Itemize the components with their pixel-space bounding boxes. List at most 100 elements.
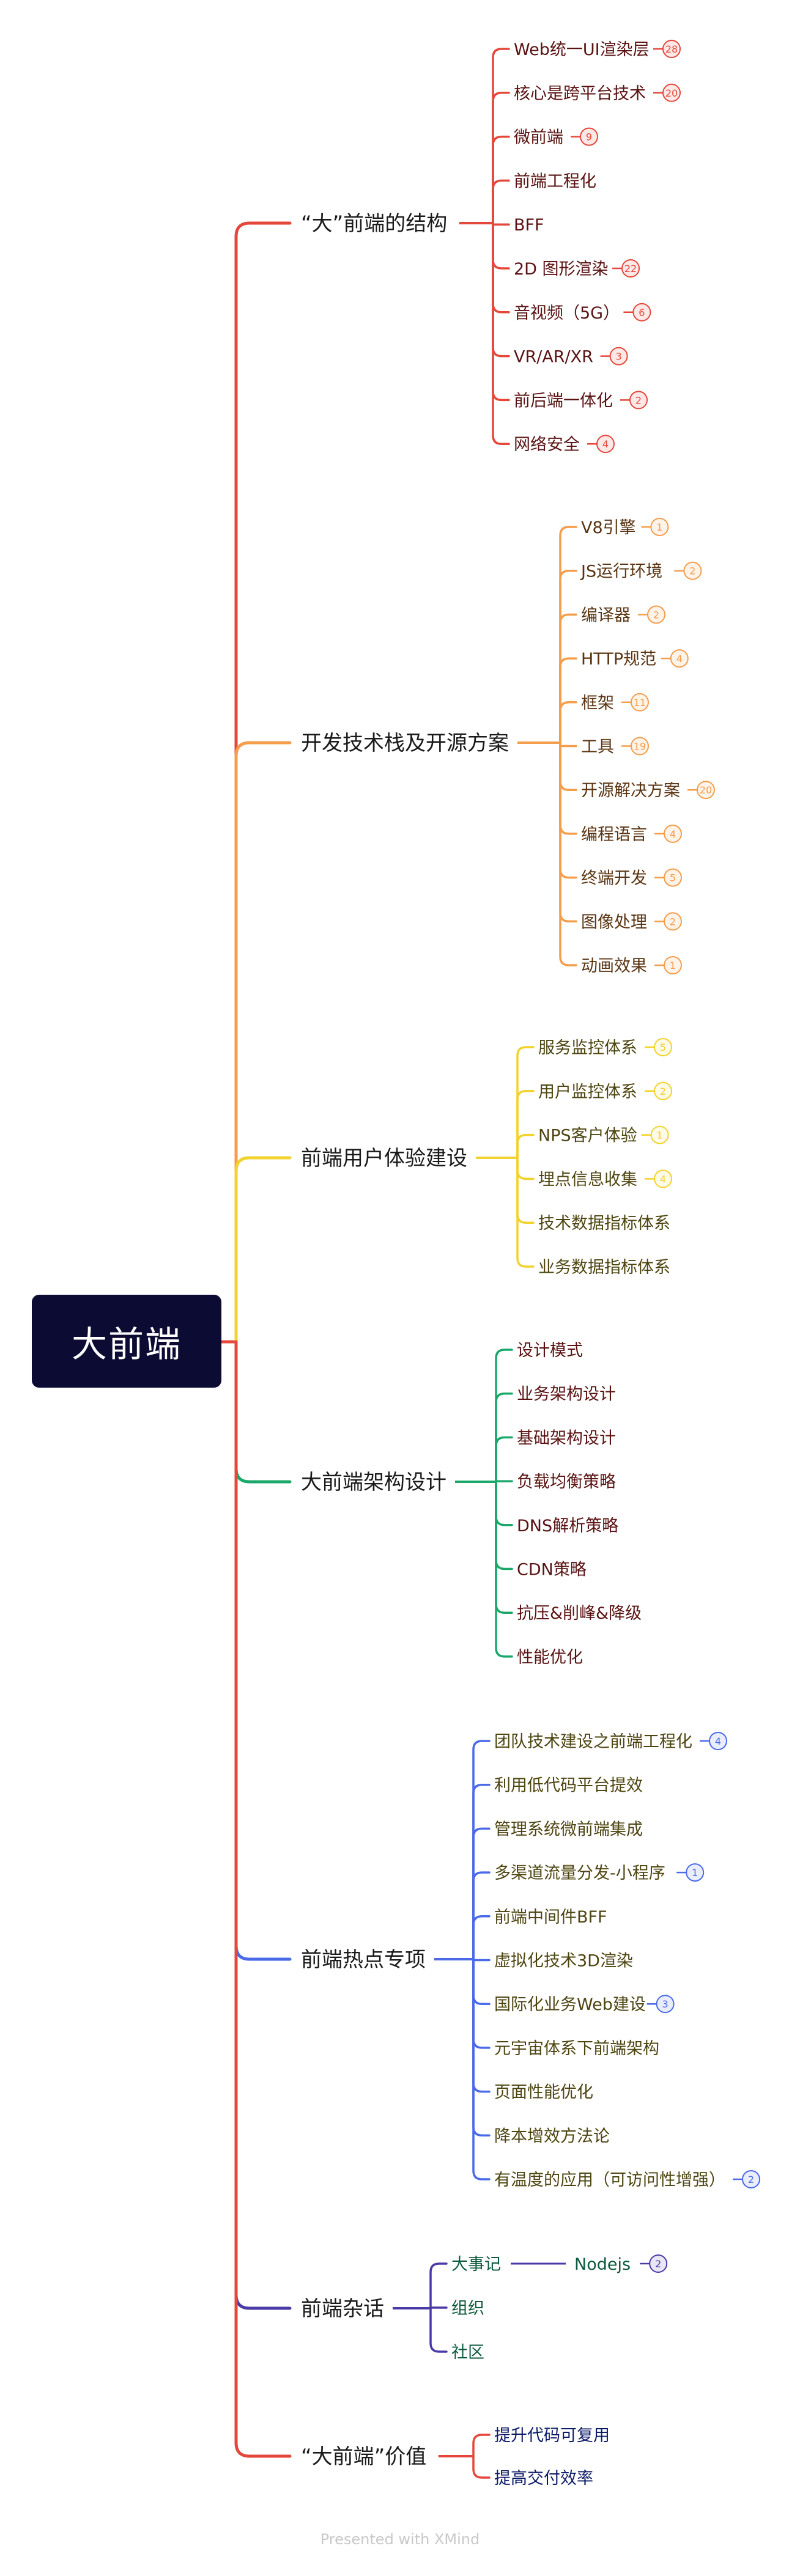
subtopic-label[interactable]: 提升代码可复用 [494, 2426, 610, 2445]
subtopic-label[interactable]: 利用低代码平台提效 [494, 1776, 643, 1795]
subtopic[interactable]: 提升代码可复用 [472, 2426, 610, 2457]
subtopic-label[interactable]: 抗压&削峰&降级 [517, 1604, 642, 1623]
count-badge[interactable] [686, 1863, 705, 1882]
branch-topic-label[interactable]: 前端用户体验建设 [301, 1146, 467, 1171]
branch-topic-label[interactable]: 前端热点专项 [301, 1948, 426, 1972]
subtopic[interactable]: BFF [492, 216, 544, 235]
count-badge[interactable] [580, 127, 598, 146]
subtopic-label[interactable]: JS运行环境 [580, 562, 662, 581]
count-badge[interactable] [609, 347, 628, 366]
subtopic[interactable]: 降本增效方法论 [472, 1958, 610, 2146]
subtopic-label[interactable]: 业务架构设计 [517, 1385, 616, 1404]
subtopic-label[interactable]: VR/AR/XR [514, 348, 593, 367]
count-badge[interactable] [631, 737, 649, 756]
subtopic[interactable]: 提高交付效率 [472, 2455, 593, 2488]
subtopic-label[interactable]: Web统一UI渲染层 [514, 40, 650, 59]
subtopic[interactable]: 前端中间件BFF [472, 1908, 607, 1960]
count-badge[interactable] [647, 605, 665, 624]
subtopic-label[interactable]: 社区 [451, 2343, 484, 2362]
subtopic[interactable]: 性能优化 [495, 1481, 583, 1667]
subtopic-label[interactable]: 音视频（5G） [514, 304, 620, 323]
subtopic-label[interactable]: V8引擎 [581, 518, 636, 537]
subtopic-label[interactable]: 多渠道流量分发-小程序 [494, 1864, 665, 1883]
branch-topic-label[interactable]: 开发技术栈及开源方案 [301, 731, 509, 756]
subtopic-label[interactable]: 埋点信息收集 [538, 1170, 637, 1189]
branch-topic-label[interactable]: “大前端”价值 [301, 2445, 426, 2469]
subtopic-label[interactable]: DNS解析策略 [517, 1517, 618, 1536]
count-badge[interactable] [662, 83, 681, 102]
subtopic-label[interactable]: 服务监控体系 [538, 1039, 637, 1058]
count-badge[interactable] [664, 956, 682, 974]
count-badge[interactable] [629, 391, 648, 410]
subtopic-label[interactable]: 虚拟化技术3D渲染 [494, 1952, 633, 1971]
subtopic-label[interactable]: 业务数据指标体系 [538, 1258, 670, 1277]
subtopic-label[interactable]: 性能优化 [517, 1648, 583, 1667]
subtopic[interactable]: 组织 [429, 2299, 484, 2318]
count-badge[interactable] [649, 2254, 668, 2273]
subtopic-label[interactable]: 微前端 [514, 128, 563, 147]
count-badge[interactable] [664, 824, 682, 843]
subtopic[interactable]: 设计模式 [495, 1341, 583, 1483]
subtopic-label[interactable]: 前端工程化 [514, 172, 596, 191]
subtopic-label[interactable]: 页面性能优化 [494, 2083, 593, 2102]
branch-topic-label[interactable]: 前端杂话 [301, 2297, 384, 2321]
subtopic-label[interactable]: 开源解决方案 [581, 781, 680, 800]
count-badge[interactable] [664, 912, 682, 931]
subtopic[interactable]: 业务数据指标体系 [516, 1157, 670, 1277]
count-badge[interactable] [631, 693, 649, 712]
subtopic-label[interactable]: 前后端一体化 [514, 391, 613, 410]
subtopic-label[interactable]: 基础架构设计 [517, 1429, 616, 1448]
subtopic[interactable]: 业务架构设计 [495, 1385, 616, 1483]
count-badge[interactable] [670, 649, 689, 668]
subtopic-label[interactable]: 负载均衡策略 [517, 1473, 616, 1492]
branch-topic-label[interactable]: “大”前端的结构 [301, 212, 447, 236]
subtopic-label[interactable]: NPS客户体验 [538, 1127, 637, 1146]
subtopic-label[interactable]: 组织 [451, 2299, 484, 2318]
subtopic-label[interactable]: HTTP规范 [581, 650, 656, 669]
subtopic-label[interactable]: 编程语言 [581, 825, 647, 844]
branch-topic-label[interactable]: 大前端架构设计 [301, 1470, 446, 1495]
count-badge[interactable] [664, 868, 682, 887]
subtopic-label[interactable]: 动画效果 [581, 957, 647, 976]
count-badge[interactable] [662, 40, 681, 58]
count-badge[interactable] [650, 518, 669, 536]
subtopic-label[interactable]: 核心是跨平台技术 [514, 84, 646, 103]
subtopic[interactable]: 音视频（5G）6 [492, 222, 651, 323]
subtopic-label[interactable]: 前端中间件BFF [494, 1908, 607, 1927]
count-badge[interactable] [621, 259, 640, 278]
subtopic-label[interactable]: BFF [514, 216, 544, 235]
count-badge[interactable] [654, 1038, 672, 1056]
subtopic[interactable]: 负载均衡策略 [495, 1473, 616, 1492]
count-badge[interactable] [742, 2170, 760, 2188]
subtopic-label[interactable]: 框架 [581, 694, 614, 713]
count-badge[interactable] [654, 1081, 672, 1100]
subtopic-label[interactable]: 2D 图形渲染 [514, 260, 609, 279]
subtopic-label[interactable]: 元宇宙体系下前端架构 [494, 2039, 659, 2058]
subtopic-label[interactable]: 图像处理 [581, 913, 647, 932]
count-badge[interactable] [654, 1169, 672, 1188]
subtopic[interactable]: 页面性能优化 [472, 1958, 593, 2102]
subtopic-label[interactable]: 大事记 [451, 2255, 501, 2274]
subtopic-label[interactable]: 技术数据指标体系 [538, 1214, 670, 1233]
subtopic-label[interactable]: 管理系统微前端集成 [494, 1820, 643, 1839]
sub-subtopic-label[interactable]: Nodejs [574, 2255, 631, 2274]
subtopic-label[interactable]: 编译器 [581, 606, 631, 625]
subtopic[interactable]: 社区 [429, 2307, 484, 2362]
subtopic-label[interactable]: 设计模式 [517, 1341, 583, 1360]
